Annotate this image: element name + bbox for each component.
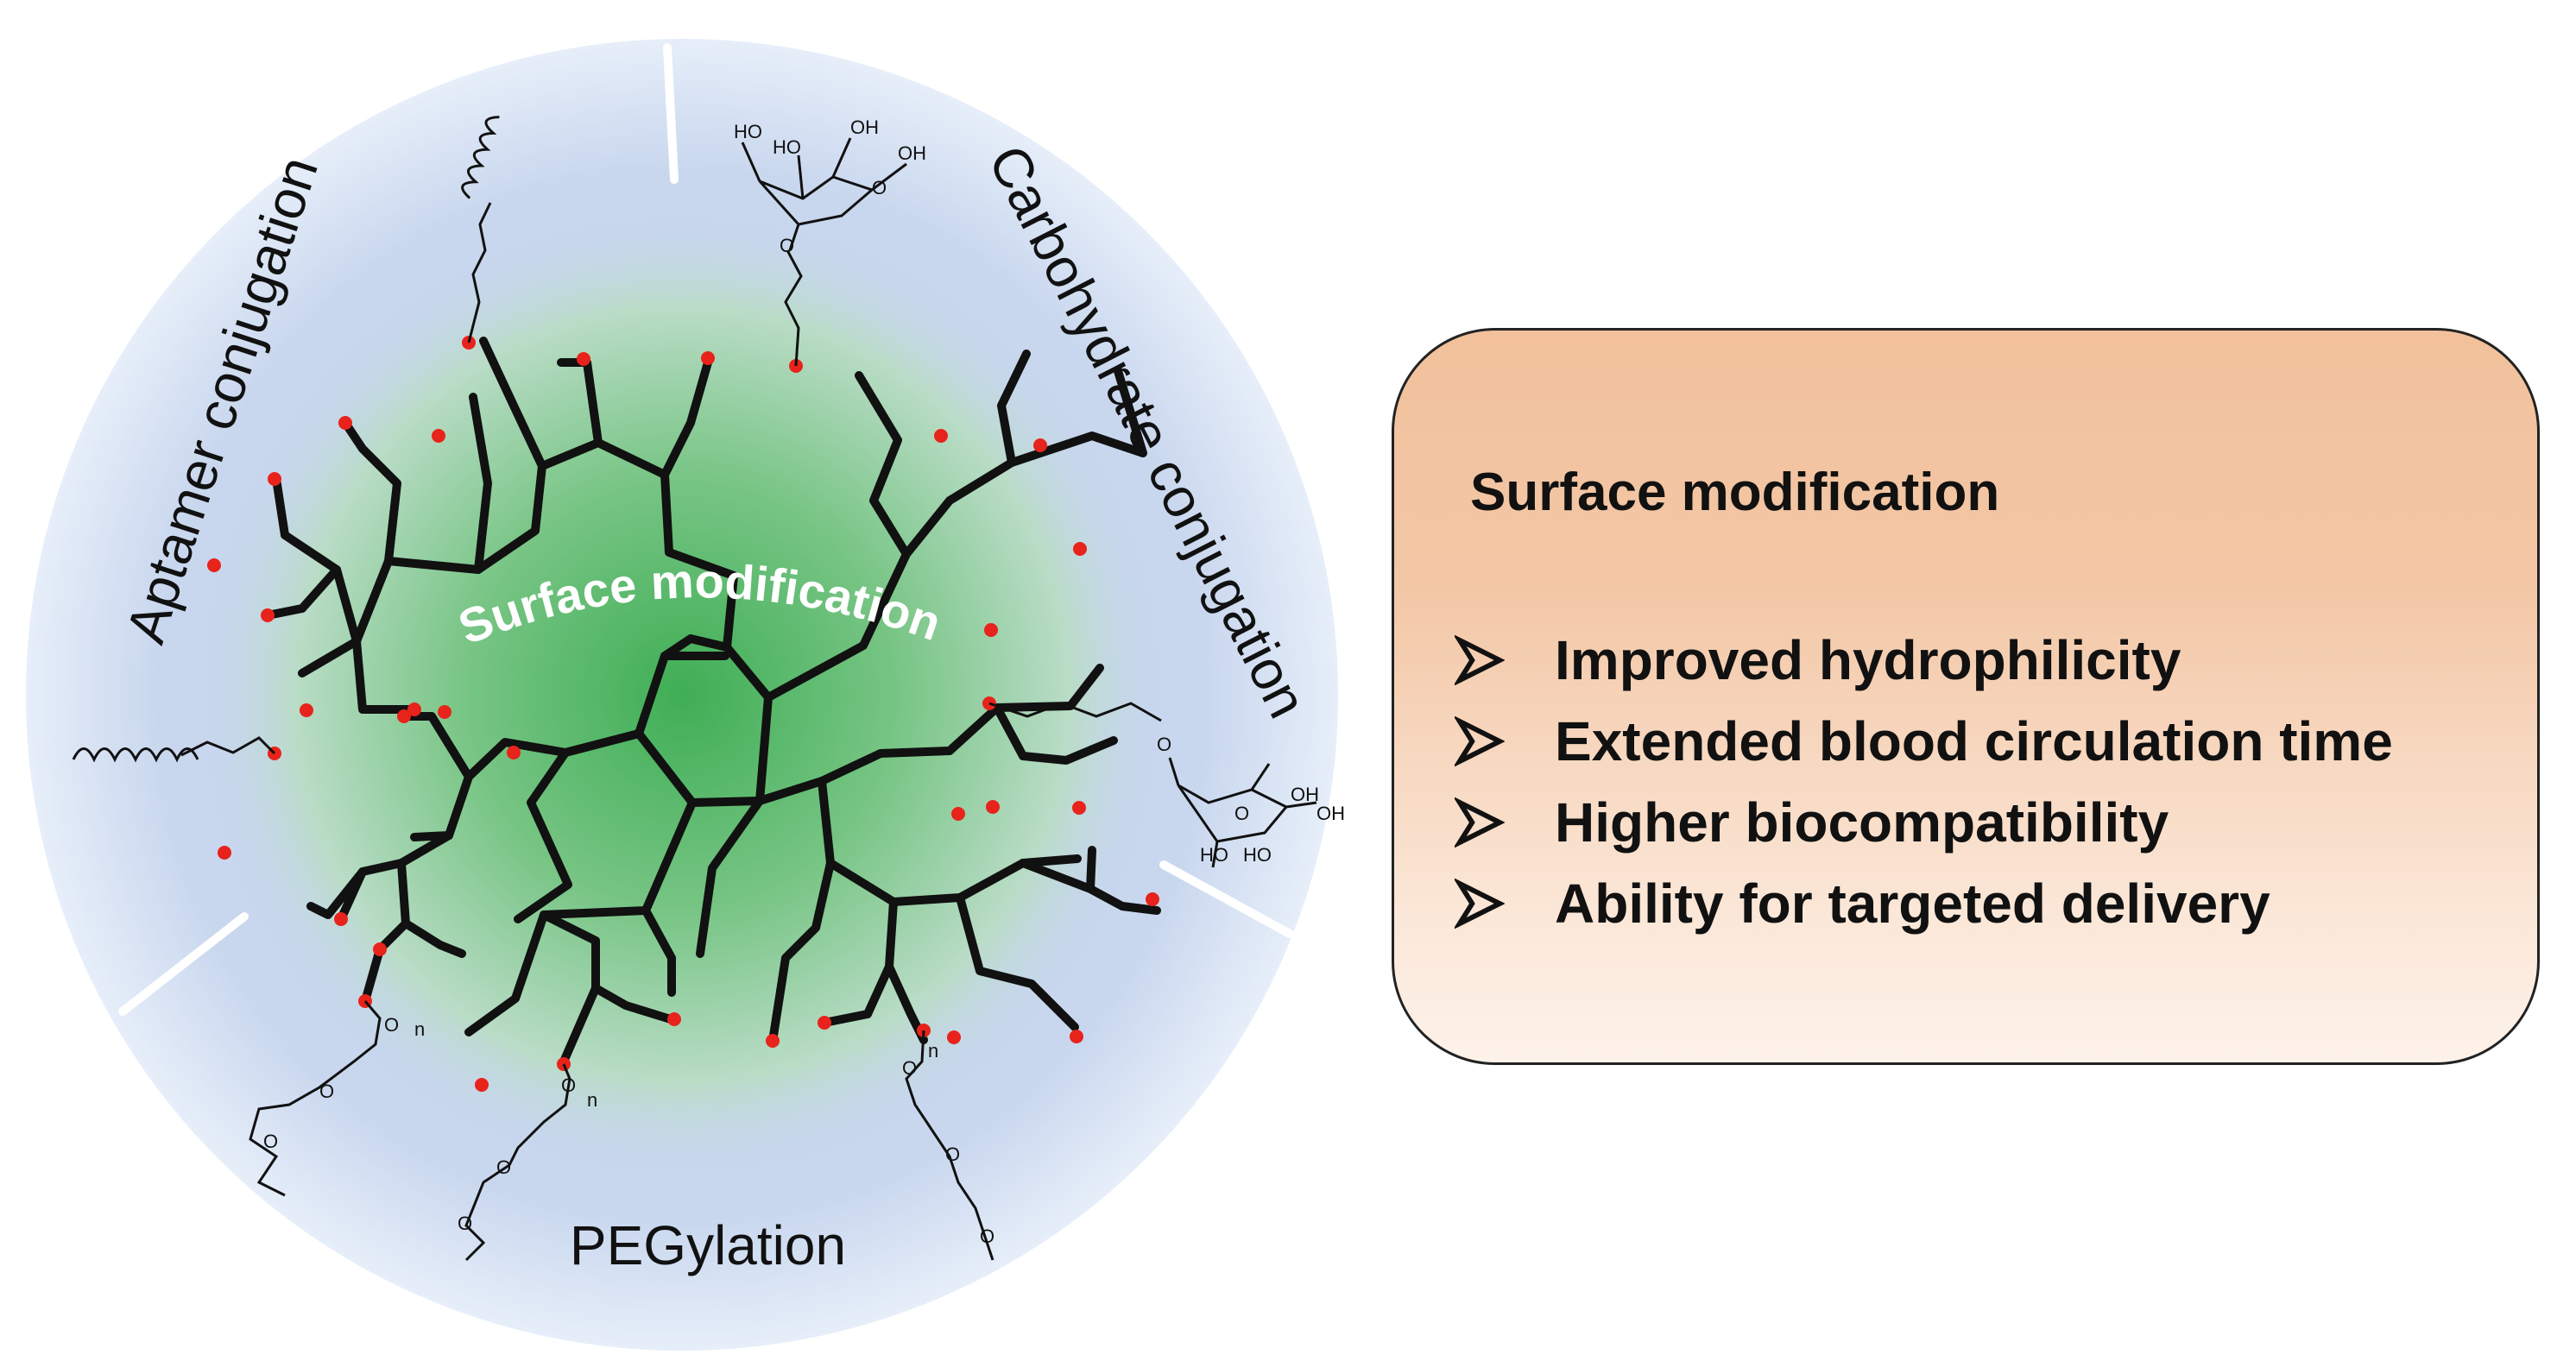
n-label: n [587,1089,597,1111]
box-title: Surface modification [1470,463,2000,522]
benefits-list: Improved hydrophilicity Extended blood c… [1455,620,2393,944]
n-label: n [414,1018,425,1040]
o-label: O [496,1156,511,1178]
ho-label: HO [1243,844,1272,866]
o-label: O [458,1213,472,1234]
benefit-item: Extended blood circulation time [1455,701,2393,782]
benefit-text: Improved hydrophilicity [1555,629,2181,691]
oh-label: OH [1316,803,1345,824]
o-label: O [945,1144,960,1165]
ho-label: HO [734,121,762,142]
aptamer-chains [72,116,500,763]
benefit-text: Extended blood circulation time [1555,710,2393,772]
ho-label: HO [773,136,801,158]
dendrimer-diagram: HO HO OH OH O O O OH OH HO HO O O n O O … [26,39,1345,1351]
oh-label: OH [850,117,879,138]
benefit-text: Higher biocompatibility [1555,791,2169,854]
o-label: O [1157,734,1171,755]
benefit-text: Ability for targeted delivery [1555,873,2270,935]
n-label: n [928,1040,938,1062]
ho-label: HO [1200,844,1228,866]
arrowhead-bullet-icon [1455,797,1505,847]
o-label: O [872,177,887,198]
green-core [199,211,1165,1178]
o-label: O [263,1131,278,1152]
oh-label: OH [1291,784,1319,805]
arrowhead-bullet-icon [1455,716,1505,766]
carbohydrate-structures [741,137,1317,868]
o-label: O [384,1014,399,1036]
benefit-item: Ability for targeted delivery [1455,863,2393,944]
o-label: O [319,1081,334,1102]
benefit-item: Improved hydrophilicity [1455,620,2393,701]
oh-label: OH [898,142,926,164]
arrowhead-bullet-icon [1455,635,1505,685]
o-label: O [980,1226,994,1247]
o-label: O [1234,803,1249,824]
o-label: O [561,1074,576,1096]
arrowhead-bullet-icon [1455,879,1505,929]
chemical-labels: HO HO OH OH O O O OH OH HO HO O O n O O … [263,117,1345,1247]
pegylation-label: PEGylation [570,1214,846,1276]
sector-dividers [118,43,1294,1016]
benefit-item: Higher biocompatibility [1455,782,2393,863]
peg-chains [249,1000,994,1262]
o-label: O [902,1057,917,1079]
surface-modification-box: Surface modification Improved hydrophili… [1392,328,2540,1065]
o-label: O [780,235,794,256]
